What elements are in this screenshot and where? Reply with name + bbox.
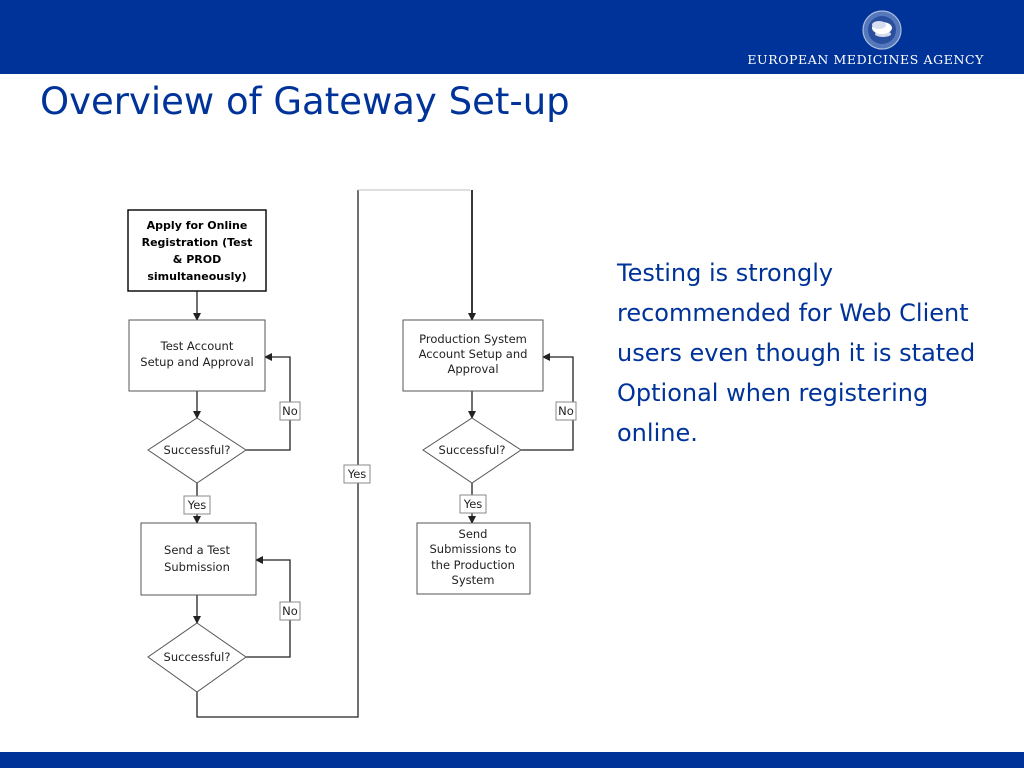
svg-text:No: No xyxy=(282,604,298,618)
svg-text:Yes: Yes xyxy=(463,497,483,511)
no-label-1: No xyxy=(279,401,301,421)
svg-text:Submission: Submission xyxy=(164,560,230,574)
send-test-submission-node: Send a Test Submission xyxy=(140,522,257,596)
apply-registration-node: Apply for Online Registration (Test & PR… xyxy=(127,209,267,292)
testing-note: Testing is strongly recommended for Web … xyxy=(617,259,976,447)
svg-text:Successful?: Successful? xyxy=(164,443,231,457)
svg-text:simultaneously): simultaneously) xyxy=(147,270,246,283)
decision-successful-3: Successful? xyxy=(422,417,522,484)
no-label-3: No xyxy=(555,401,577,421)
svg-text:Submissions to: Submissions to xyxy=(430,542,517,556)
no-label-2: No xyxy=(279,601,301,621)
svg-text:Account Setup and: Account Setup and xyxy=(419,347,528,361)
footer-band xyxy=(0,752,1024,768)
svg-text:System: System xyxy=(452,573,495,587)
production-account-node: Production System Account Setup and Appr… xyxy=(402,319,544,392)
svg-text:No: No xyxy=(282,404,298,418)
svg-text:Production System: Production System xyxy=(419,332,527,346)
svg-text:Apply for Online: Apply for Online xyxy=(147,219,248,232)
header-band xyxy=(0,0,1024,74)
send-production-submission-node: Send Submissions to the Production Syste… xyxy=(416,522,531,595)
svg-text:No: No xyxy=(558,404,574,418)
svg-text:Yes: Yes xyxy=(187,498,207,512)
svg-text:Send: Send xyxy=(459,527,488,541)
ema-emblem-icon xyxy=(862,10,902,50)
svg-text:Setup and Approval: Setup and Approval xyxy=(140,355,253,369)
svg-text:Send a Test: Send a Test xyxy=(164,543,230,557)
svg-text:Approval: Approval xyxy=(447,362,498,376)
yes-label-middle: Yes xyxy=(343,464,371,484)
svg-text:& PROD: & PROD xyxy=(173,253,221,266)
svg-text:Yes: Yes xyxy=(347,467,367,481)
svg-text:Successful?: Successful? xyxy=(164,650,231,664)
agency-name: EUROPEAN MEDICINES AGENCY xyxy=(747,52,984,67)
yes-label-1: Yes xyxy=(183,495,211,515)
page-title: Overview of Gateway Set-up xyxy=(40,80,570,123)
svg-text:the Production: the Production xyxy=(431,558,515,572)
svg-text:Successful?: Successful? xyxy=(439,443,506,457)
decision-successful-1: Successful? xyxy=(147,417,247,484)
yes-label-3: Yes xyxy=(459,494,487,514)
svg-text:Test Account: Test Account xyxy=(160,339,234,353)
svg-text:Registration (Test: Registration (Test xyxy=(142,236,253,249)
decision-successful-2: Successful? xyxy=(147,622,247,693)
test-account-node: Test Account Setup and Approval xyxy=(128,319,266,392)
